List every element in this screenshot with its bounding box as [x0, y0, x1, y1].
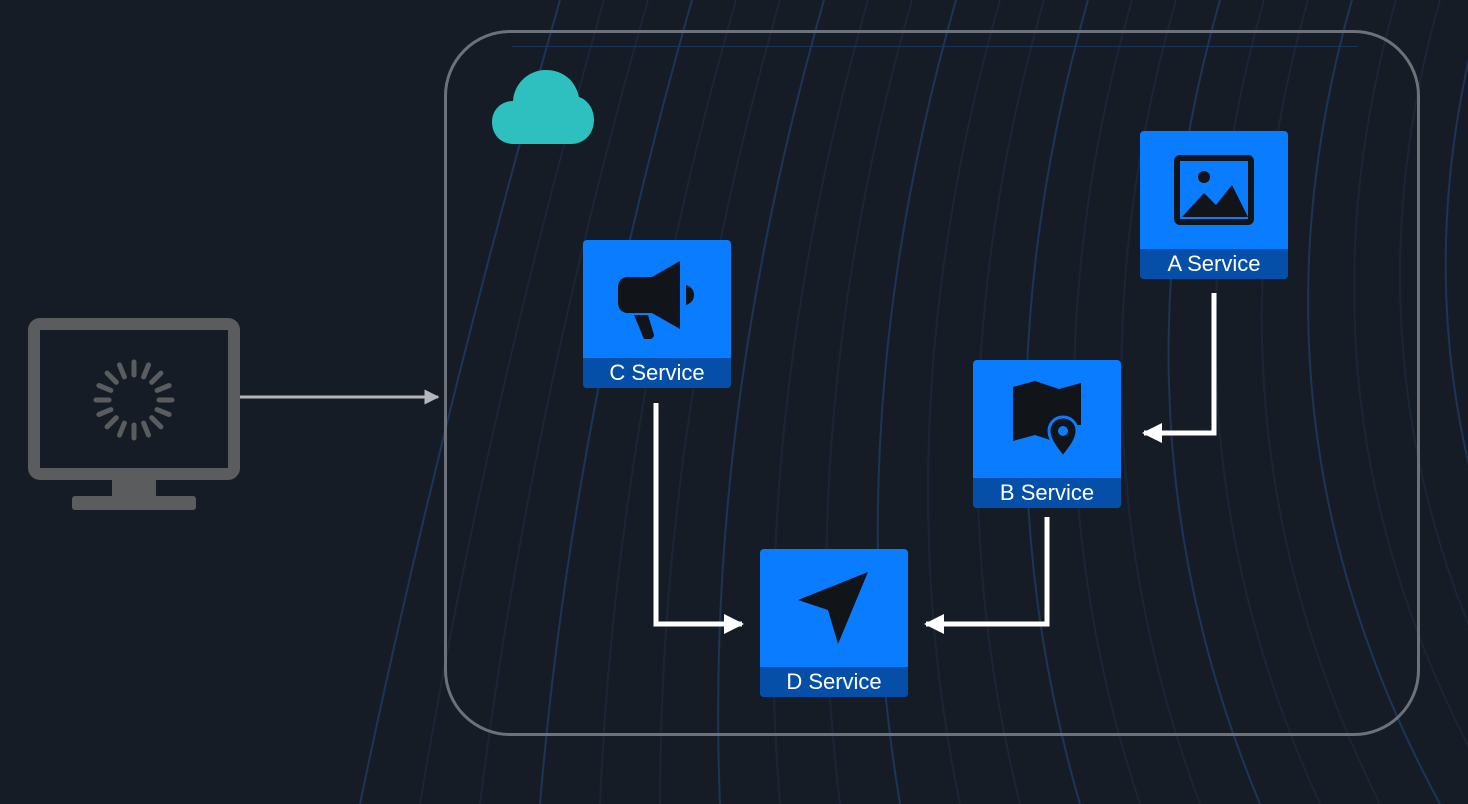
background-arc-line — [659, 0, 781, 804]
background-arc-line — [1167, 0, 1261, 804]
spinner-tick — [96, 383, 114, 393]
spinner-tick — [104, 370, 119, 385]
spinner-tick — [149, 415, 164, 430]
service-node-b[interactable]: B Service — [973, 360, 1121, 508]
image-icon — [1174, 155, 1254, 225]
spinner-tick — [104, 415, 119, 430]
service-node-c[interactable]: C Service — [583, 240, 731, 388]
background-arc-line — [1120, 0, 1201, 804]
service-node-d[interactable]: D Service — [760, 549, 908, 697]
map-pin-icon — [1013, 381, 1081, 459]
service-node-a[interactable]: A Service — [1140, 131, 1288, 279]
background-arc-line — [1260, 0, 1381, 804]
background-arc-line — [1353, 0, 1468, 748]
cloud-icon — [492, 70, 594, 144]
background-arc-line — [1399, 0, 1468, 627]
loading-spinner-icon — [93, 359, 175, 441]
connector-c-to-d — [653, 403, 744, 634]
spinner-tick — [149, 370, 164, 385]
background-arc-line — [1444, 58, 1468, 466]
send-icon — [798, 572, 868, 644]
background-arc-line — [717, 0, 825, 804]
spinner-tick — [96, 407, 114, 417]
connector-a-to-b — [1142, 293, 1217, 443]
monitor-loading-icon — [28, 318, 240, 510]
background-arc-line — [539, 0, 693, 804]
cloud-boundary-accent-line — [512, 46, 1358, 47]
service-label: D Service — [760, 667, 908, 697]
spinner-tick — [154, 407, 172, 417]
spinner-tick — [141, 362, 151, 380]
spinner-tick — [141, 420, 151, 438]
cloud-boundary — [444, 30, 1420, 736]
service-label: C Service — [583, 358, 731, 388]
spinner-tick — [154, 383, 172, 393]
service-label: B Service — [973, 478, 1121, 508]
spinner-tick — [117, 362, 127, 380]
background-arc-line — [1214, 0, 1321, 804]
megaphone-icon — [618, 261, 694, 339]
service-label: A Service — [1140, 249, 1288, 279]
background-arc-line — [927, 0, 1001, 804]
background-arc-line — [599, 0, 737, 804]
spinner-tick — [117, 420, 127, 438]
connector-b-to-d — [924, 517, 1050, 634]
